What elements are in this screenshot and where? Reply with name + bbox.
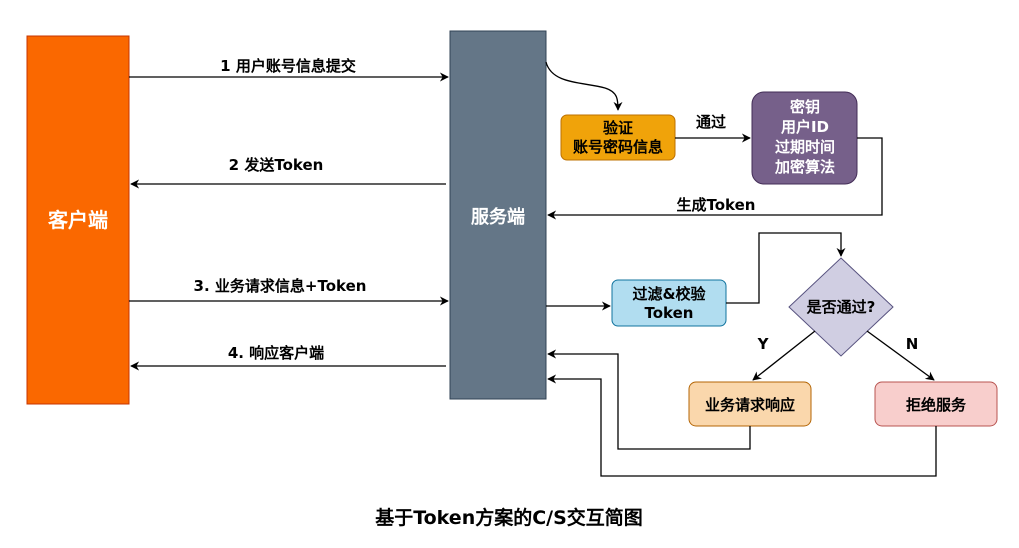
token-info-line4: 加密算法 — [774, 158, 835, 176]
decision-node[interactable]: 是否通过? — [788, 257, 894, 357]
verify-line2: 账号密码信息 — [573, 138, 663, 156]
no-label: N — [906, 335, 919, 353]
server-node[interactable]: 服务端 — [449, 30, 547, 400]
filter-node[interactable]: 过滤&校验 Token — [611, 279, 727, 327]
filter-to-decision-arrow — [726, 232, 846, 304]
reject-label: 拒绝服务 — [906, 396, 967, 414]
generate-token-arrow — [547, 137, 883, 220]
client-node[interactable]: 客户端 — [26, 35, 130, 405]
token-info-line3: 过期时间 — [775, 138, 835, 156]
request-label: 3. 业务请求信息+Token — [194, 277, 367, 295]
send-token-label: 2 发送Token — [229, 156, 324, 174]
reject-node[interactable]: 拒绝服务 — [874, 381, 998, 427]
pass-label: 通过 — [696, 113, 726, 131]
no-arrow — [866, 330, 935, 381]
verify-line1: 验证 — [603, 119, 633, 137]
generate-token-label: 生成Token — [677, 196, 756, 214]
filter-line1: 过滤&校验 — [632, 285, 706, 303]
token-info-line2: 用户ID — [781, 118, 829, 136]
business-node[interactable]: 业务请求响应 — [688, 381, 812, 427]
reject-to-server-arrow — [547, 374, 937, 477]
verify-node[interactable]: 验证 账号密码信息 — [560, 114, 676, 161]
respond-label: 4. 响应客户端 — [228, 344, 324, 362]
submit-label: 1 用户账号信息提交 — [220, 57, 356, 75]
diagram-title: 基于Token方案的C/S交互简图 — [374, 506, 643, 529]
server-label: 服务端 — [471, 206, 525, 228]
filter-line2: Token — [645, 304, 694, 322]
client-label: 客户端 — [47, 208, 108, 232]
yes-arrow — [752, 330, 816, 381]
token-info-line1: 密钥 — [790, 98, 820, 116]
business-label: 业务请求响应 — [705, 396, 795, 414]
server-to-verify-arrow — [545, 61, 623, 111]
yes-label: Y — [757, 335, 770, 353]
token-info-node[interactable]: 密钥 用户ID 过期时间 加密算法 — [751, 91, 858, 185]
decision-label: 是否通过? — [806, 298, 876, 316]
business-to-server-arrow — [547, 349, 751, 450]
